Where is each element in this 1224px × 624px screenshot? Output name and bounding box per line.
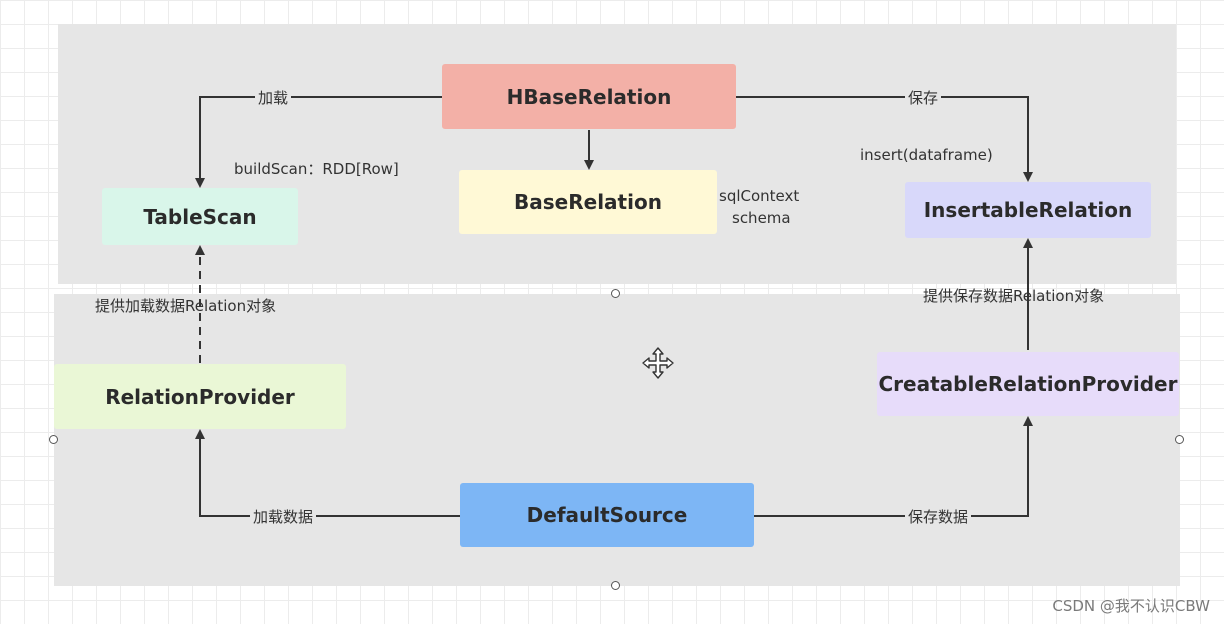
node-default-source[interactable]: DefaultSource [460,483,754,547]
node-relation-provider[interactable]: RelationProvider [54,364,346,429]
node-base-relation[interactable]: BaseRelation [459,170,717,234]
label-sql-context: sqlContext [719,187,800,205]
edge-label-save: 保存 [905,89,942,107]
edge-label-load-data: 加载数据 [250,508,317,526]
watermark: CSDN @我不认识CBW [1052,597,1210,615]
resize-handle-bottom[interactable] [611,581,620,590]
label-provide-save: 提供保存数据Relation对象 [923,287,1105,305]
edge-default-to-relationprovider [195,429,460,517]
resize-handle-left[interactable] [49,435,58,444]
label-build-scan: buildScan：RDD[Row] [234,160,399,178]
move-icon[interactable] [641,346,675,380]
edge-label-save-data: 保存数据 [905,508,972,526]
edge-label-load: 加载 [255,89,292,107]
edge-hbase-to-insertable [736,96,1033,182]
label-schema: schema [732,209,791,227]
edge-hbase-to-tablescan [195,96,442,188]
node-creatable-relation-provider[interactable]: CreatableRelationProvider [877,352,1179,416]
resize-handle-right[interactable] [1175,435,1184,444]
resize-handle-top[interactable] [611,289,620,298]
label-provide-load: 提供加载数据Relation对象 [95,297,277,315]
node-table-scan[interactable]: TableScan [102,188,298,245]
edge-default-to-creatable [754,416,1033,517]
node-insertable-relation[interactable]: InsertableRelation [905,182,1151,238]
label-insert: insert(dataframe) [860,146,993,164]
node-hbase-relation[interactable]: HBaseRelation [442,64,736,129]
